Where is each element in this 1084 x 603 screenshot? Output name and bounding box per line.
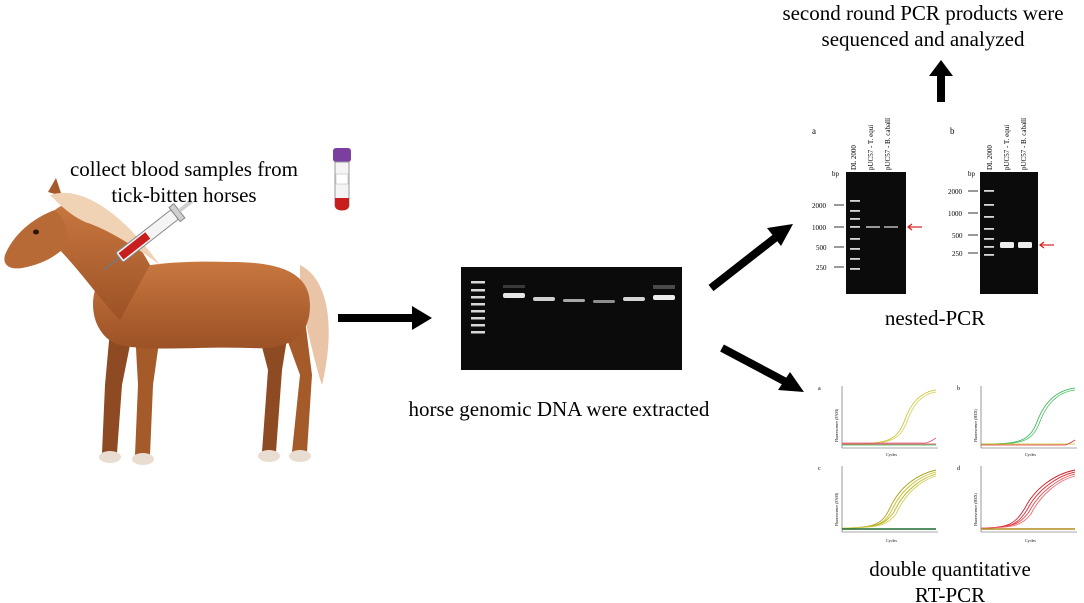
qpcr-caption-line1: double quantitative xyxy=(869,557,1031,581)
extraction-caption: horse genomic DNA were extracted xyxy=(408,397,710,421)
qpcr-panel-c: c Fluorescence (FAM) Cycles xyxy=(818,466,938,543)
arrow-to-extraction xyxy=(338,306,432,330)
collect-caption: collect blood samples from tick-bitten h… xyxy=(44,156,324,208)
blood-tube-icon xyxy=(333,148,351,211)
horse-illustration xyxy=(4,178,329,465)
gel-a-unit: bp xyxy=(832,170,840,178)
collect-caption-line2: tick-bitten horses xyxy=(111,183,257,207)
gel-b-lane-ladder: DL 2000 xyxy=(986,145,994,170)
qpcr-b-label: b xyxy=(957,386,960,392)
nested-pcr-gel-a: a DL 2000 pUC57 - T. equi pUC57 - B. cab… xyxy=(812,118,922,294)
qpcr-caption-line2: RT-PCR xyxy=(914,583,986,603)
qpcr-a-xlabel: Cycles xyxy=(886,452,897,457)
gel-b-marker-1000: 1000 xyxy=(948,210,963,218)
gel-b-marker-250: 250 xyxy=(952,250,963,258)
arrow-to-nested-pcr xyxy=(708,224,793,292)
qpcr-b-ylabel: Fluorescence (HEX) xyxy=(973,408,978,442)
gel-a-marker-2000: 2000 xyxy=(812,202,827,210)
qpcr-panel-b: b Fluorescence (HEX) Cycles xyxy=(957,386,1077,457)
sample-bands xyxy=(503,285,675,303)
gel-a-marker-1000: 1000 xyxy=(812,224,827,232)
ladder-lane xyxy=(471,281,485,334)
sequencing-caption-line1: second round PCR products were xyxy=(782,1,1064,25)
qpcr-c-ylabel: Fluorescence (FAM) xyxy=(834,492,839,526)
qpcr-a-label: a xyxy=(818,386,821,392)
gel-b-marker-2000: 2000 xyxy=(948,188,963,196)
qpcr-d-label: d xyxy=(957,466,960,472)
gel-b-lane-b-caballi: pUC57 - B. caballi xyxy=(1020,118,1028,170)
collect-caption-line1: collect blood samples from xyxy=(69,157,299,181)
gel-a-lane-t-equi: pUC57 - T. equi xyxy=(867,125,875,170)
qpcr-c-xlabel: Cycles xyxy=(886,538,897,543)
sequencing-caption-line2: sequenced and analyzed xyxy=(821,27,1025,51)
nested-pcr-caption: nested-PCR xyxy=(884,306,986,330)
sequencing-caption: second round PCR products were sequenced… xyxy=(748,0,1084,52)
gel-b-panel-label: b xyxy=(950,126,955,136)
gel-b-lane-t-equi: pUC57 - T. equi xyxy=(1003,125,1011,170)
gel-b-marker-500: 500 xyxy=(952,232,963,240)
qpcr-c-label: c xyxy=(818,466,821,472)
qpcr-b-xlabel: Cycles xyxy=(1025,452,1036,457)
qpcr-panel-a: a Fluorescence (FAM) Cycles xyxy=(818,386,938,457)
qpcr-d-ylabel: Fluorescence (HEX) xyxy=(973,492,978,526)
nested-pcr-gel-b: b DL 2000 pUC57 - T. equi pUC57 - B. cab… xyxy=(948,118,1054,294)
qpcr-caption: double quantitative RT-PCR xyxy=(850,556,1050,603)
gel-a-marker-500: 500 xyxy=(816,244,827,252)
qpcr-panel-d: d Fluorescence (HEX) Cycles xyxy=(957,466,1077,543)
gel-a-lane-b-caballi: pUC57 - B. caballi xyxy=(884,118,892,170)
extraction-gel xyxy=(461,267,682,370)
qpcr-d-xlabel: Cycles xyxy=(1025,538,1036,543)
gel-b-unit: bp xyxy=(968,170,976,178)
gel-a-marker-250: 250 xyxy=(816,264,827,272)
gel-a-lane-ladder: DL 2000 xyxy=(850,145,858,170)
qpcr-a-ylabel: Fluorescence (FAM) xyxy=(834,408,839,442)
arrow-to-qpcr xyxy=(720,344,804,392)
gel-a-panel-label: a xyxy=(812,126,816,136)
arrow-to-sequencing xyxy=(929,60,953,102)
